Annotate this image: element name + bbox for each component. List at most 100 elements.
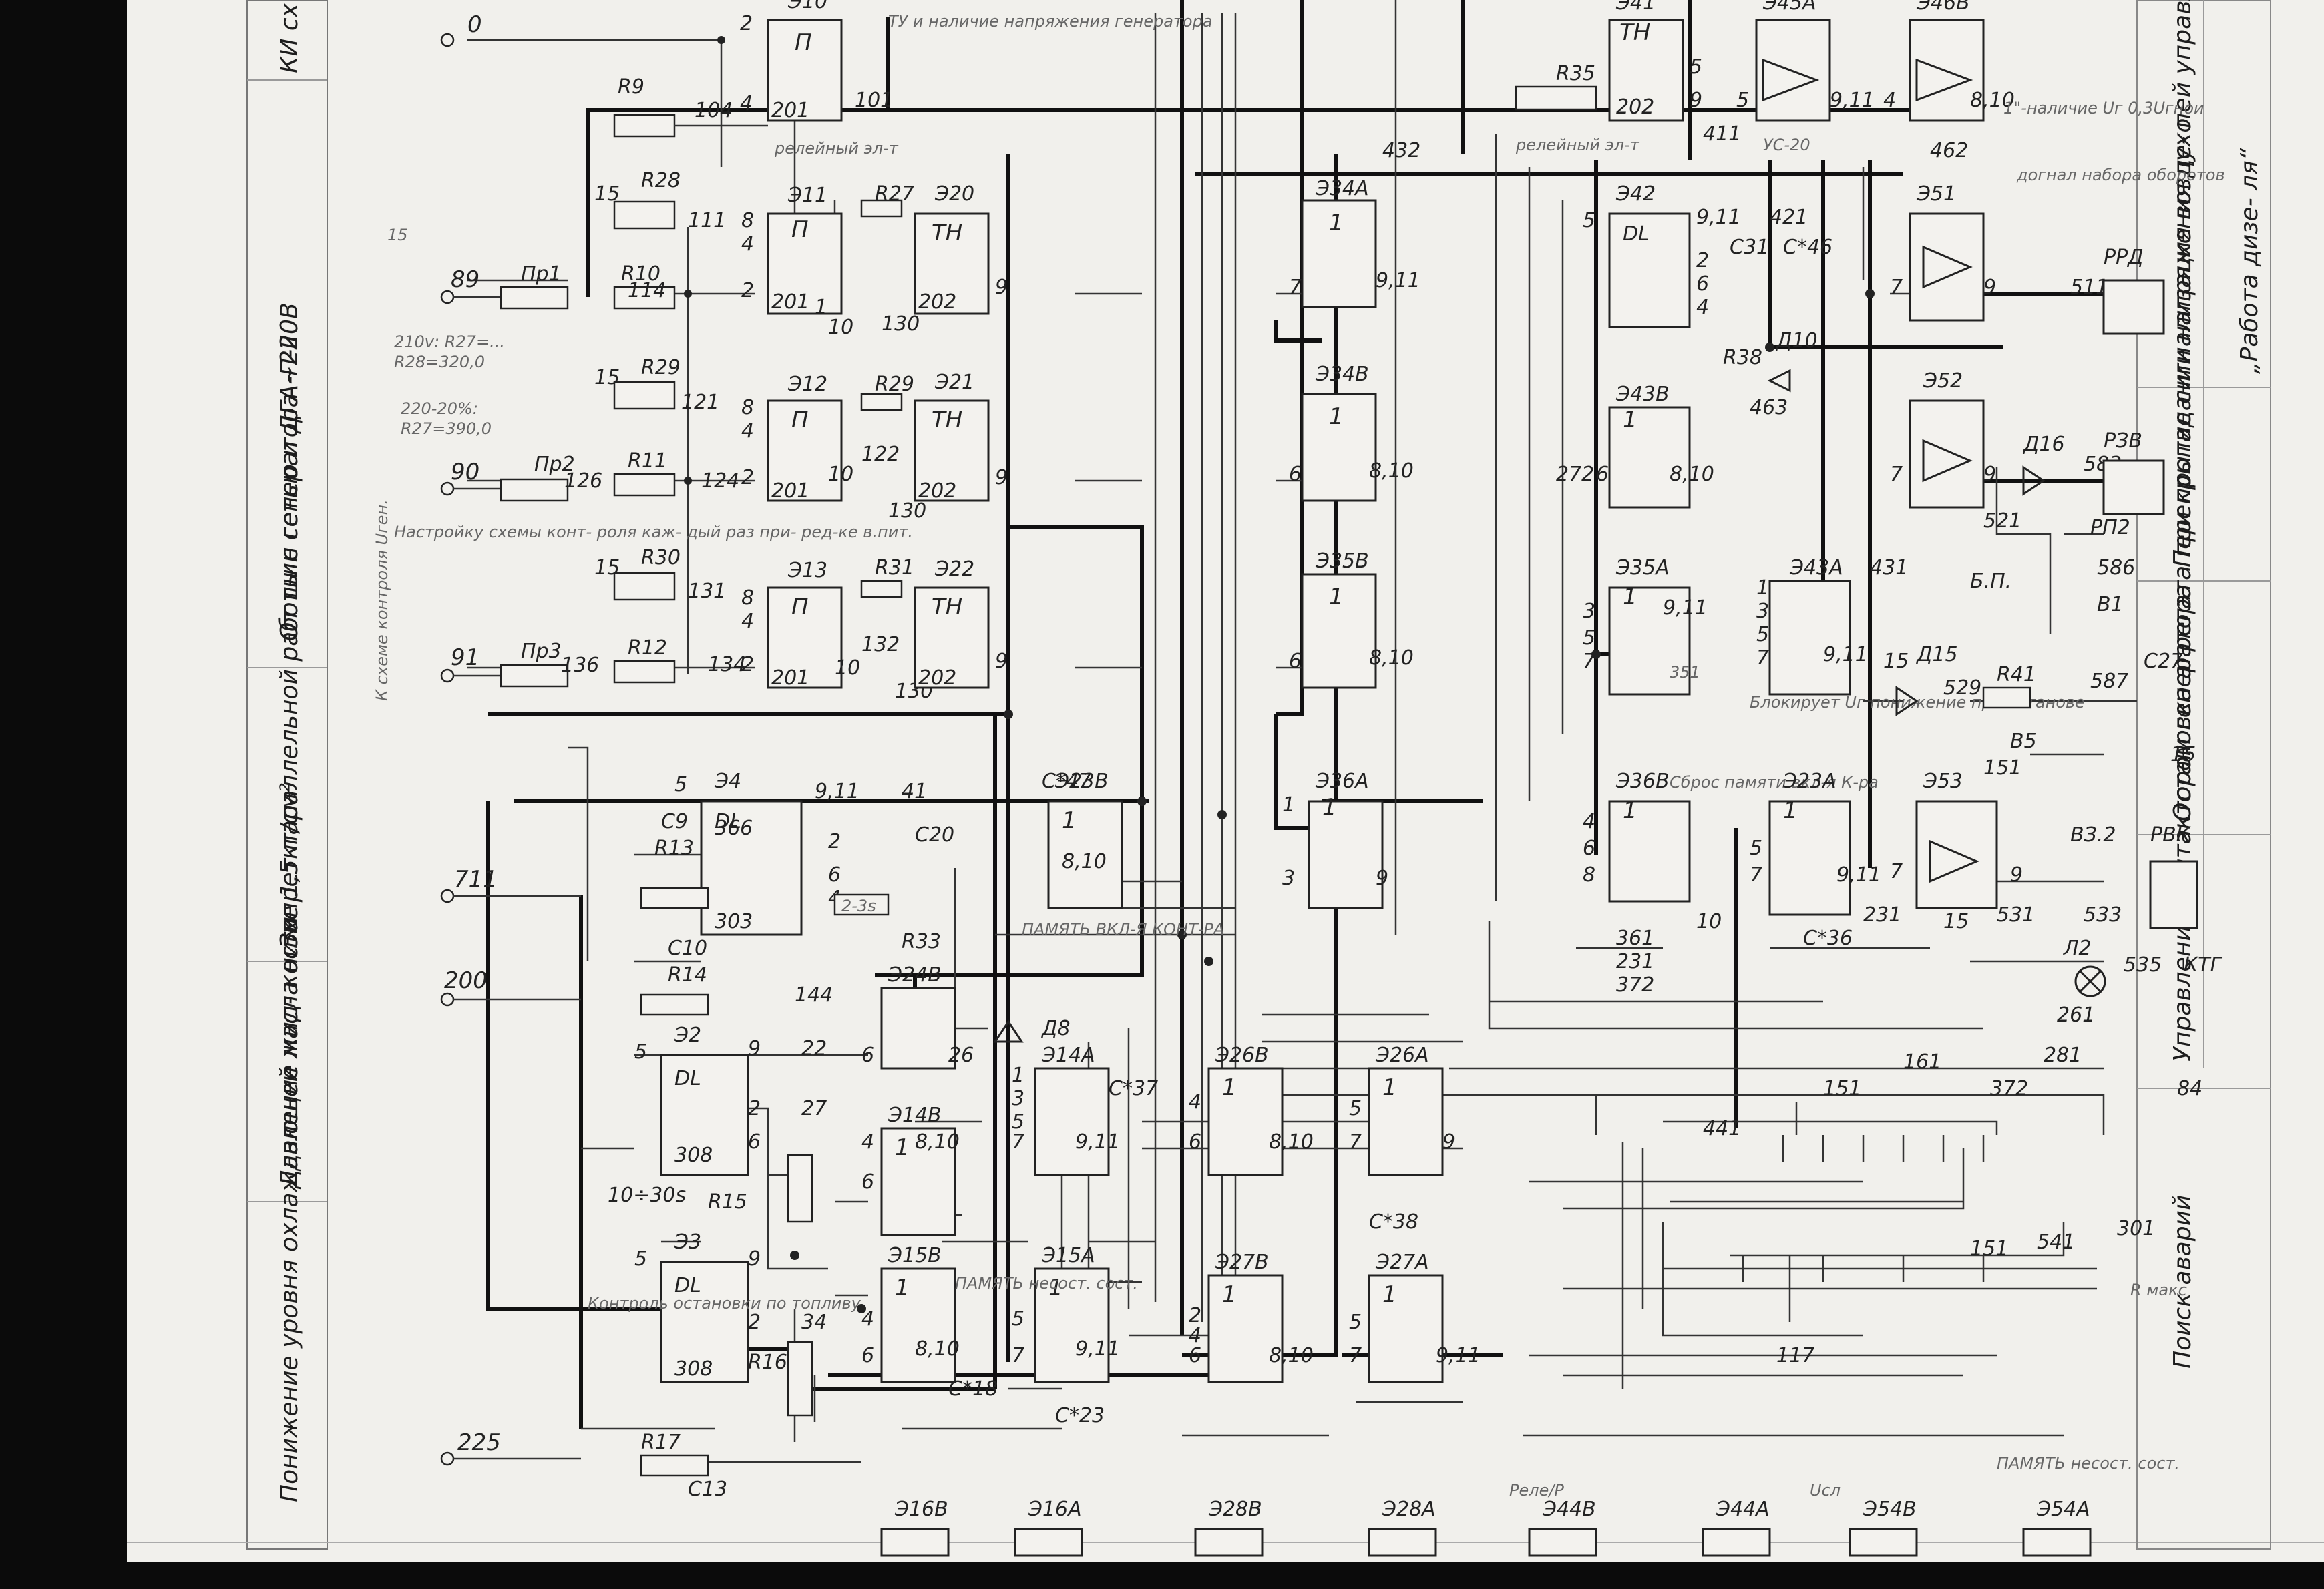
svg-text:521: 521 [1983, 509, 2021, 533]
svg-text:2: 2 [740, 12, 753, 35]
e3-timer: Э3 DL 308 5 9 2 34 R16 Контроль остановк… [588, 1230, 861, 1417]
side-panel-group: Понижение уровня охлаждающей жид- кости … [127, 0, 2324, 1550]
svg-text:104: 104 [695, 99, 733, 122]
svg-text:4: 4 [1189, 1090, 1201, 1114]
svg-text:9,11: 9,11 [1436, 1344, 1481, 1367]
svg-text:261: 261 [2057, 1003, 2095, 1027]
svg-text:R38: R38 [1723, 346, 1762, 369]
svg-text:5: 5 [1349, 1097, 1362, 1120]
svg-text:Б.П.: Б.П. [1970, 570, 2011, 593]
svg-text:4: 4 [741, 232, 754, 256]
svg-text:9,11: 9,11 [1075, 1130, 1120, 1154]
e35b-element: Э35В 1 6 8,10 [1289, 549, 1414, 689]
junctions [684, 36, 1875, 1313]
svg-text:В1: В1 [2097, 593, 2124, 616]
e24b-element: Э24В 6 26 [861, 963, 974, 1070]
svg-text:C20: C20 [915, 823, 954, 847]
svg-text:2: 2 [748, 1097, 761, 1120]
svg-text:Э53: Э53 [1923, 770, 1963, 793]
e15a-element: Э15А 1 5 7 9,11 ПАМЯТЬ несост. сост. C*2… [955, 1244, 1138, 1427]
svg-text:Э15В: Э15В [888, 1244, 942, 1267]
svg-text:1: 1 [1783, 797, 1798, 824]
svg-text:R макс: R макс [2130, 1281, 2187, 1299]
svg-text:161: 161 [1903, 1050, 1941, 1074]
svg-text:9: 9 [1690, 89, 1702, 112]
e15b-element: Э15В 1 4 6 8,10 C*18 [861, 1244, 998, 1401]
svg-text:303: 303 [715, 910, 753, 933]
svg-text:1: 1 [815, 296, 827, 319]
svg-text:C*38: C*38 [1369, 1210, 1418, 1234]
svg-text:Э52: Э52 [1923, 369, 1963, 393]
e36a-element: Э36А 1 1 3 9 [1282, 770, 1388, 909]
svg-text:126: 126 [564, 469, 602, 493]
e52-element: Э52 7 9 521 Д16 583 [1890, 369, 2122, 533]
right-label-contactor: Управление контактором генератора [2169, 584, 2196, 1062]
svg-text:3: 3 [1282, 867, 1295, 890]
e23b-element: Э23В 1 8,10 ПАМЯТЬ ВКЛ-Я КОНТ-РА [1022, 770, 1224, 939]
e34b-element: Э34В 1 6 8,10 [1289, 363, 1414, 502]
svg-text:1: 1 [1756, 576, 1769, 600]
e43b-element: Э43В 1 272 6 8,10 [1556, 383, 1714, 509]
svg-text:7: 7 [1012, 1130, 1024, 1154]
svg-text:R28: R28 [641, 169, 681, 192]
svg-text:130: 130 [882, 312, 920, 336]
svg-text:КТГ: КТГ [2184, 953, 2223, 977]
svg-text:27: 27 [801, 1097, 827, 1120]
svg-text:R41: R41 [1997, 663, 2036, 686]
svg-text:8,10: 8,10 [1670, 463, 1714, 486]
svg-text:6: 6 [1289, 463, 1302, 486]
p-element-e10: Э10 П 201 101 4 2 ТУ и наличие напряжени… [740, 0, 1213, 122]
svg-text:1: 1 [895, 1134, 910, 1161]
svg-text:3: 3 [1583, 600, 1595, 623]
svg-text:8,10: 8,10 [1369, 459, 1414, 483]
svg-text:РРД: РРД [2104, 246, 2144, 269]
svg-text:134: 134 [708, 653, 746, 676]
side-label-parallel: Запрет параллельной работы с сетью и ДГА… [276, 335, 303, 948]
relay-rrd: РРД [2102, 246, 2165, 335]
svg-text:Э20: Э20 [934, 182, 974, 206]
svg-text:ПАМЯТЬ ВКЛ-Я КОНТ-РА: ПАМЯТЬ ВКЛ-Я КОНТ-РА [1022, 920, 1224, 939]
input-90: 90 [451, 459, 479, 485]
svg-text:7: 7 [1890, 860, 1903, 883]
svg-text:РЗВ: РЗВ [2104, 429, 2142, 453]
svg-text:9,11: 9,11 [1075, 1337, 1120, 1361]
svg-text:В5: В5 [2010, 730, 2037, 753]
svg-text:Э54В: Э54В [1863, 1498, 1917, 1521]
svg-text:4: 4 [1583, 810, 1595, 833]
svg-text:Э43А: Э43А [1789, 556, 1843, 580]
svg-text:84: 84 [2177, 1077, 2202, 1100]
svg-text:26: 26 [948, 1044, 974, 1067]
svg-text:22: 22 [801, 1037, 827, 1060]
svg-text:7: 7 [1012, 1344, 1024, 1367]
svg-text:R15: R15 [708, 1190, 747, 1214]
right-label-faults: Поиск аварий [2169, 1195, 2196, 1369]
svg-text:1: 1 [1329, 403, 1344, 430]
e51-element: Э51 7 9 511 [1890, 182, 2108, 322]
svg-text:Настройку схемы конт- роля каж: Настройку схемы конт- роля каж- дый раз … [394, 523, 913, 541]
svg-text:4: 4 [1696, 296, 1709, 319]
svg-text:151: 151 [1983, 756, 2021, 780]
svg-text:Э12: Э12 [787, 373, 827, 396]
svg-text:533: 533 [2084, 903, 2122, 927]
caps-left: C9 R13 C10 R14 366 144 C13 R17 [640, 810, 833, 1501]
svg-text:121: 121 [681, 391, 719, 414]
resistor-network-3: Пр3 136 R30 15 131 R12 134 [500, 546, 746, 688]
resistor-network-2: Пр2 126 R29 15 121 R11 124 [500, 356, 739, 502]
svg-text:7: 7 [1756, 646, 1769, 670]
svg-text:5: 5 [1349, 1311, 1362, 1334]
svg-text:8,10: 8,10 [1269, 1344, 1314, 1367]
svg-text:131: 131 [688, 580, 726, 603]
svg-text:Э2: Э2 [674, 1024, 701, 1047]
tn-element-e22: Э22 ТН 202 9 R31 [860, 556, 1008, 690]
svg-text:529: 529 [1943, 676, 1981, 700]
svg-text:511: 511 [2070, 276, 2108, 299]
e53-element: Э53 9 531 15 [1915, 770, 2035, 933]
svg-text:R12: R12 [628, 636, 667, 660]
svg-text:1: 1 [1329, 584, 1344, 610]
svg-text:15: 15 [387, 226, 408, 244]
svg-text:ТН: ТН [932, 220, 962, 246]
svg-text:10: 10 [1696, 910, 1722, 933]
svg-text:4: 4 [1883, 89, 1896, 112]
svg-text:C31: C31 [1730, 236, 1769, 259]
svg-text:431: 431 [1870, 556, 1908, 580]
